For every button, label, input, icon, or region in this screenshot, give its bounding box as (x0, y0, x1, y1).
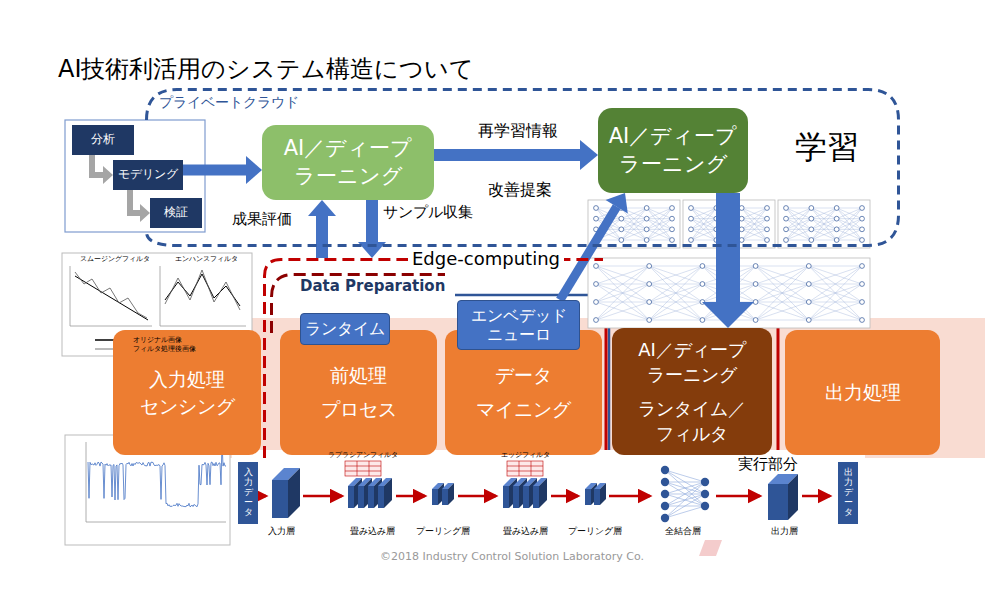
process-box: 分析 (72, 125, 134, 155)
ai-box: AI／ディープ ラーニング (262, 125, 434, 200)
node-text: 検証 (164, 205, 188, 221)
connector-arrow (308, 200, 336, 258)
edge-label: 再学習情報 (478, 121, 558, 140)
node-text: 前処理 プロセス (309, 359, 409, 426)
node-text: 分析 (91, 132, 115, 148)
runtime-box: ランタイム (300, 313, 390, 345)
text-label: 全結合層 (665, 526, 701, 537)
text-label: エッジフィルタ (501, 451, 550, 459)
diagram-title: AI技術利活用のシステム構造について (58, 55, 475, 84)
region-label: プライベートクラウド (159, 94, 299, 111)
text-label: プーリング層 (416, 526, 470, 537)
connector-arrow (702, 193, 754, 328)
node-text: AI／ディープ ラーニング (273, 135, 423, 190)
neuro-box: エンベデッド ニューロ (457, 300, 580, 350)
text-label: スムージングフィルタ (80, 255, 150, 263)
node-text: AI／ディープ ラーニング (622, 337, 762, 387)
ai-box: AI／ディープ ラーニング (598, 108, 748, 193)
text-label: 畳み込み層 (350, 526, 395, 537)
corner-mark (699, 540, 722, 556)
stage-box: 前処理 プロセス (280, 330, 437, 455)
prep-region: Data Preparation 前処理 プロセス ランタイム (270, 273, 445, 458)
node-text: 出力データ (844, 468, 853, 517)
process-box: 検証 (150, 198, 202, 228)
region-label: Data Preparation (300, 277, 445, 295)
region-label: 学習 (795, 128, 859, 166)
text-label: 実行部分 (738, 455, 798, 473)
node-text: AI／ディープ ラーニング (603, 123, 743, 178)
node-text: データ マイニング (469, 359, 579, 426)
node-text: 入力データ (244, 468, 253, 517)
edge-label: 成果評価 (232, 210, 292, 228)
connector-arrow (434, 140, 598, 170)
text-label: ラプラシアンフィルタ (328, 451, 398, 459)
data-box: 入力データ (238, 462, 258, 524)
connector-arrow (130, 190, 150, 222)
text-label: 改善提案 (488, 180, 552, 199)
node-text: 入力処理 センシング (127, 366, 247, 419)
edge-label: サンプル収集 (383, 203, 473, 221)
text-label: ©2018 Industry Control Solution Laborato… (380, 550, 644, 563)
connector-arrow (183, 156, 262, 184)
process-box: モデリング (113, 160, 183, 190)
text-label: 入力層 (268, 526, 295, 537)
connector-arrow (358, 200, 386, 258)
node-text: 出力処理 (825, 380, 901, 405)
analysis-frame (65, 120, 205, 232)
text-label: プーリング層 (568, 526, 622, 537)
node-text: モデリング (118, 167, 178, 183)
text-label: エンハンスフィルタ (175, 255, 238, 263)
runtime-ai-box: AI／ディープ ラーニングランタイム／ フィルタ (612, 328, 772, 455)
node-text: ランタイム (305, 319, 385, 340)
cnn-strip (232, 450, 865, 542)
region-label: Edge-computing (408, 248, 564, 270)
legend-text: フィルタ処理後画像 (133, 345, 196, 353)
text-label: 出力層 (771, 526, 798, 537)
text-label: 畳み込み層 (503, 526, 548, 537)
legend-text: オリジナル画像 (133, 336, 182, 344)
node-text: エンベデッド ニューロ (466, 306, 571, 344)
stage-box: 出力処理 (785, 330, 940, 455)
data-box: 出力データ (838, 462, 858, 524)
node-text: ランタイム／ フィルタ (622, 396, 762, 446)
edge-region: Edge-computingData Preparation前処理 プロセスラン… (263, 258, 985, 458)
connector-arrow (92, 155, 113, 184)
